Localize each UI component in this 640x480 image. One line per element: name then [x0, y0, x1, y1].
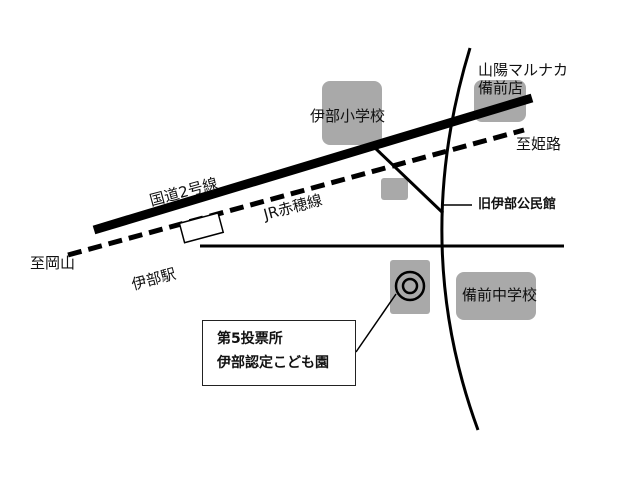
polling-place-callout: 第5投票所 伊部認定こども園 — [202, 320, 356, 386]
double-circle-marker-icon — [394, 270, 426, 302]
station-building — [178, 212, 225, 244]
store-label-line2: 備前店 — [478, 79, 524, 97]
callout-line1: 第5投票所 — [217, 331, 283, 347]
north-south-road — [440, 47, 480, 431]
local-road — [371, 144, 445, 215]
to-okayama-label: 至岡山 — [30, 254, 76, 272]
elementary-school-label: 伊部小学校 — [310, 107, 386, 125]
store-label: 山陽マルナカ 備前店 — [478, 61, 568, 97]
jr-ako-line — [67, 127, 525, 258]
callout-line2: 伊部認定こども園 — [217, 355, 329, 371]
elementary-school-building — [322, 81, 382, 145]
junior-high-building — [456, 272, 536, 320]
old-hall-label: 旧伊部公民館 — [478, 197, 557, 212]
national-route-2 — [92, 93, 534, 235]
callout-leader-line — [355, 293, 397, 353]
kindergarten-building — [390, 260, 430, 314]
junior-high-label: 備前中学校 — [462, 286, 538, 304]
to-himeji-label: 至姫路 — [516, 135, 562, 153]
old-hall-building — [381, 178, 408, 200]
store-label-line1: 山陽マルナカ — [478, 61, 569, 79]
